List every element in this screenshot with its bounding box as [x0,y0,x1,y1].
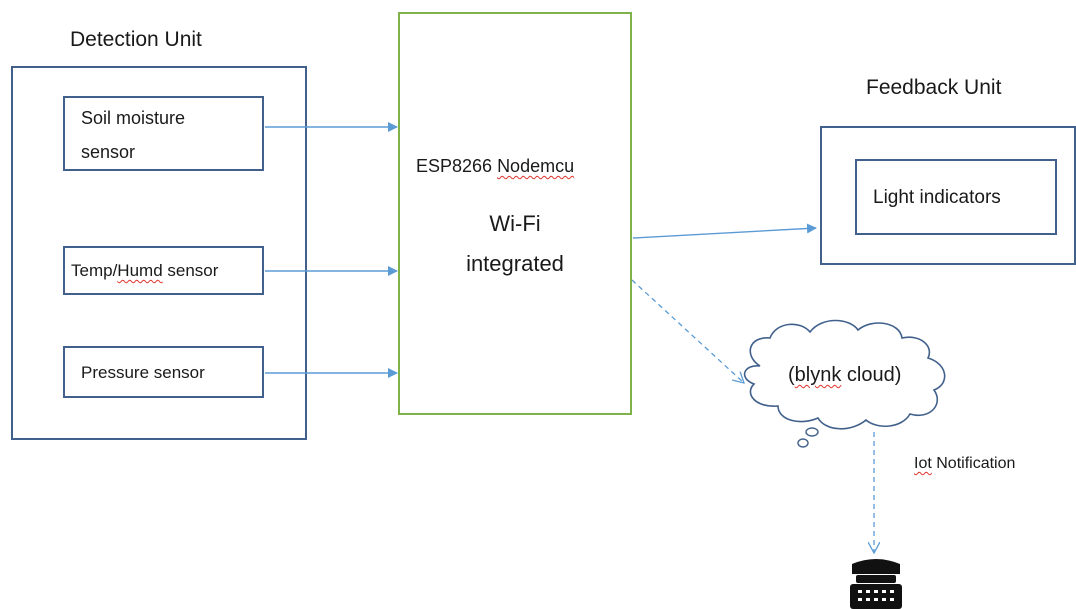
iot-notification-label: Iot Notification [914,455,1015,473]
controller-to-cloud-arrow [631,279,744,383]
notification-label-part: Notification [931,455,1016,472]
cloud-label-rest: cloud) [841,364,902,386]
esp8266-nodemcu-box: ESP8266 Nodemcu Wi-Fi integrated [398,12,632,415]
pressure-sensor-box: Pressure sensor [63,346,264,398]
pressure-sensor-label: Pressure sensor [81,363,205,382]
controller-to-feedback-arrow [632,223,817,239]
cloud-shape [743,319,946,448]
iot-label-part: Iot [914,455,932,472]
blynk-label-part: blynk [794,364,842,386]
esp8266-model-label: ESP8266 Nodemcu [416,156,574,177]
temp-label-part: Temp/ [71,261,118,280]
cloud-label-open: ( [788,364,795,386]
sensor-label-part: sensor [162,261,219,280]
soil-moisture-label-line2: sensor [81,142,136,162]
wifi-label-line1: Wi-Fi [489,211,541,236]
sensor-to-controller-arrows [265,122,398,378]
light-indicators-box: Light indicators [855,159,1057,235]
soil-moisture-label-line1: Soil moisture [81,108,186,128]
humd-label-part: Humd [117,261,163,280]
nodemcu-label-part: Nodemcu [497,156,575,176]
telephone-icon [850,559,902,609]
soil-moisture-sensor-box: Soil moisture sensor [63,96,264,171]
esp8266-label-part: ESP8266 [416,156,498,176]
wifi-label-line2: integrated [466,251,564,276]
temp-humd-sensor-label: Temp/Humd sensor [71,261,218,281]
blynk-cloud-label: (blynk cloud) [788,364,901,387]
temp-humd-sensor-box: Temp/Humd sensor [63,246,264,295]
detection-unit-title: Detection Unit [70,28,202,51]
feedback-unit-title: Feedback Unit [866,76,1002,99]
light-indicators-label: Light indicators [873,187,1001,208]
